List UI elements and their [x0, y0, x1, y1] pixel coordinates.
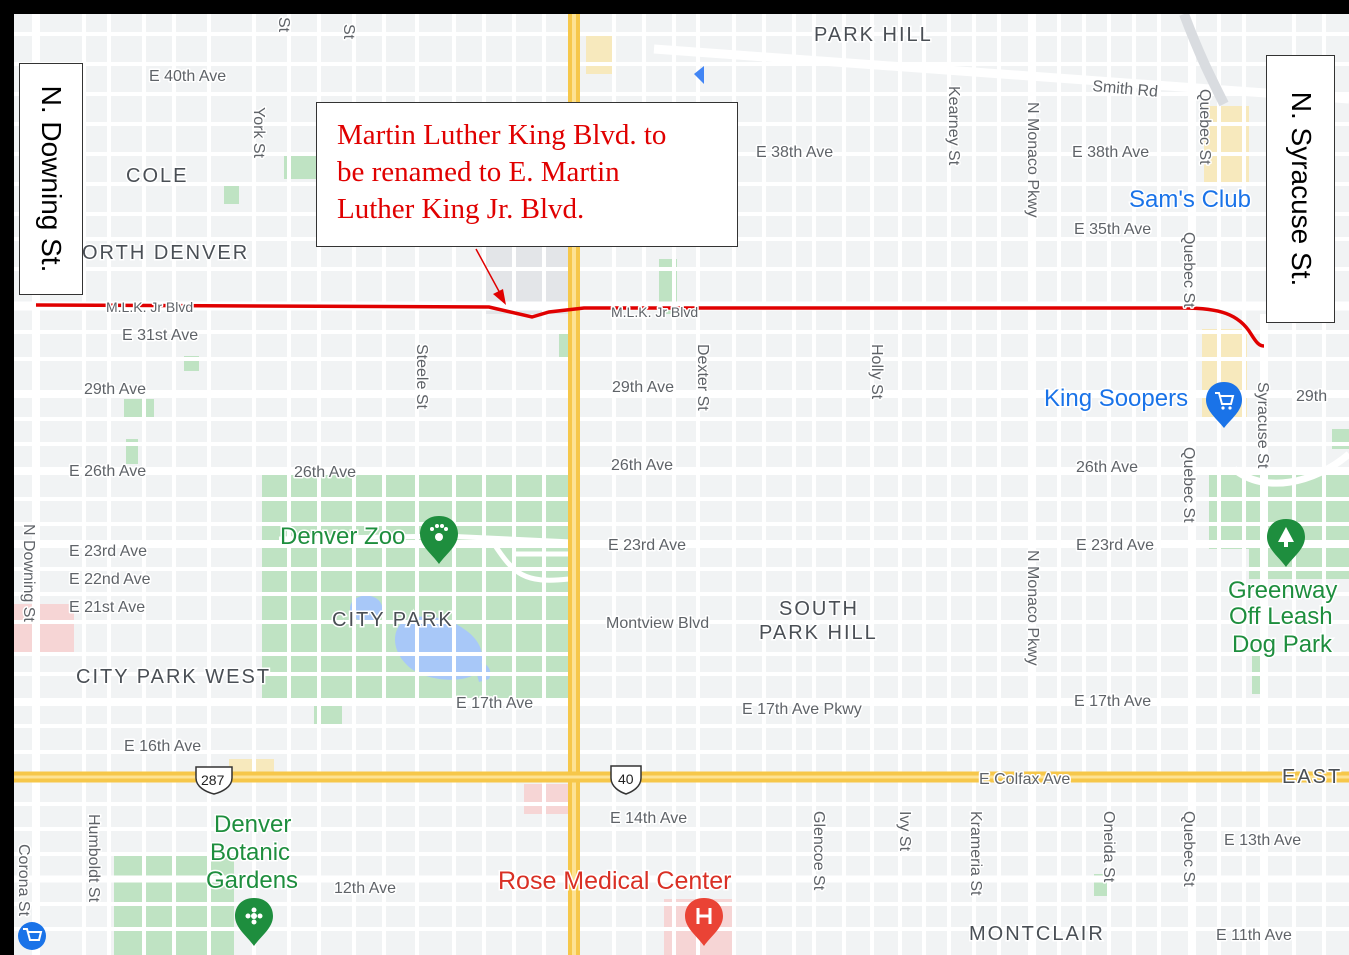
- poi-botanic-line1: Denver: [214, 811, 291, 838]
- label-26th-east: 26th Ave: [1076, 459, 1138, 476]
- poi-greenway-line2: Off Leash: [1229, 603, 1333, 630]
- label-mlk-west: M.L.K. Jr Blvd: [106, 299, 193, 315]
- hood-montclair: MONTCLAIR: [969, 923, 1105, 945]
- label-e26th: E 26th Ave: [69, 463, 146, 480]
- poi-denver-zoo: Denver Zoo: [280, 523, 405, 550]
- label-dexter: Dexter St: [694, 344, 711, 411]
- street-grid-horizontal: [14, 32, 1349, 931]
- hospital-icon[interactable]: [685, 898, 723, 946]
- poi-botanic-line3: Gardens: [206, 867, 298, 894]
- shopping-cart-icon-small[interactable]: [18, 922, 46, 950]
- callout-line-2: be renamed to E. Martin: [337, 156, 620, 188]
- label-oneida: Oneida St: [1100, 811, 1117, 883]
- highway-shields: 287 40: [195, 765, 642, 795]
- downing-endpoint-label: N. Downing St.: [19, 63, 83, 295]
- hood-cole: COLE: [126, 165, 188, 187]
- label-n-downing: N Downing St: [20, 524, 37, 622]
- label-12th: 12th Ave: [334, 880, 396, 897]
- neighborhood-labels: PARK HILL COLE ORTH DENVER CITY PARK CIT…: [75, 23, 1342, 947]
- poi-rose-medical: Rose Medical Center: [498, 867, 731, 895]
- hood-south: SOUTH: [779, 598, 859, 620]
- hood-park-hill-north: PARK HILL: [814, 24, 933, 46]
- label-e22nd: E 22nd Ave: [69, 571, 151, 588]
- poi-king-soopers: King Soopers: [1044, 385, 1188, 412]
- hood-park-hill-south: PARK HILL: [759, 622, 878, 644]
- label-e38th-a: E 38th Ave: [756, 144, 833, 161]
- label-york: York St: [250, 107, 267, 159]
- label-e23rd-west: E 23rd Ave: [69, 543, 147, 560]
- hood-east: EAST: [1282, 766, 1342, 788]
- label-holly: Holly St: [868, 344, 885, 400]
- hood-city-park-west: CITY PARK WEST: [76, 666, 271, 688]
- label-e35th: E 35th Ave: [1074, 221, 1151, 238]
- label-e17th-mid: E 17th Ave: [456, 695, 533, 712]
- poi-botanic-line2: Botanic: [210, 839, 290, 866]
- callout-line-1: Martin Luther King Blvd. to: [337, 119, 667, 151]
- label-29th-west: 29th Ave: [84, 381, 146, 398]
- callout-arrow: [475, 248, 506, 305]
- syracuse-endpoint-label: N. Syracuse St.: [1266, 55, 1335, 323]
- svg-text:40: 40: [618, 771, 634, 787]
- label-e17th-pkwy: E 17th Ave Pkwy: [742, 701, 862, 718]
- label-e40th: E 40th Ave: [149, 68, 226, 85]
- label-monaco-south: N Monaco Pkwy: [1024, 550, 1041, 666]
- label-syracuse: Syracuse St: [1254, 382, 1271, 469]
- poi-greenway-line1: Greenway: [1228, 577, 1337, 604]
- label-26th-mid: 26th Ave: [611, 457, 673, 474]
- label-humboldt: Humboldt St: [85, 814, 102, 903]
- label-montview: Montview Blvd: [606, 615, 709, 632]
- shopping-cart-icon[interactable]: [1206, 382, 1242, 428]
- mlk-route-line: [35, 303, 1265, 348]
- label-st-b: St: [340, 24, 357, 40]
- label-29th-mid: 29th Ave: [612, 379, 674, 396]
- label-colfax: E Colfax Ave: [979, 771, 1070, 788]
- downing-endpoint-text: N. Downing St.: [36, 85, 67, 273]
- label-kearney: Kearney St: [945, 86, 962, 166]
- label-e21st: E 21st Ave: [69, 599, 145, 616]
- label-29th-east: 29th: [1296, 388, 1327, 405]
- syracuse-endpoint-text: N. Syracuse St.: [1285, 91, 1317, 287]
- street-labels-horizontal: E 40th Ave Smith Rd E 38th Ave E 38th Av…: [68, 67, 1329, 946]
- label-st-a: St: [275, 17, 292, 33]
- label-e16th: E 16th Ave: [124, 738, 201, 755]
- hood-city-park: CITY PARK: [332, 609, 454, 631]
- label-e23rd-east: E 23rd Ave: [1076, 537, 1154, 554]
- label-monaco-north: N Monaco Pkwy: [1024, 102, 1041, 218]
- paw-icon[interactable]: [420, 516, 458, 564]
- label-krameria: Krameria St: [967, 811, 984, 896]
- label-steele: Steele St: [413, 344, 430, 409]
- label-e31st: E 31st Ave: [122, 327, 198, 344]
- pois: Sam's Club King Soopers Denver Zoo Green…: [18, 66, 1339, 950]
- label-quebec-bottom: Quebec St: [1180, 811, 1197, 887]
- street-labels-vertical: York St Kearney St N Monaco Pkwy Quebec …: [14, 16, 1273, 919]
- tree-icon[interactable]: [1267, 519, 1305, 567]
- poi-greenway-line3: Dog Park: [1232, 631, 1333, 658]
- rename-callout: Martin Luther King Blvd. to be renamed t…: [316, 102, 738, 247]
- flower-icon[interactable]: [235, 898, 273, 946]
- label-quebec-north: Quebec St: [1196, 89, 1213, 165]
- label-26th-park: 26th Ave: [294, 464, 356, 481]
- label-corona: Corona St: [15, 844, 32, 917]
- label-e11th: E 11th Ave: [1216, 927, 1292, 944]
- label-quebec-mid: Quebec St: [1180, 232, 1197, 308]
- svg-text:287: 287: [201, 772, 225, 788]
- us-287-shield: 287: [195, 766, 233, 795]
- hood-north-denver: ORTH DENVER: [82, 242, 249, 264]
- label-mlk-east: M.L.K. Jr Blvd: [611, 304, 698, 320]
- label-ivy: Ivy St: [896, 811, 913, 852]
- label-e38th-b: E 38th Ave: [1072, 144, 1149, 161]
- label-e17th-east: E 17th Ave: [1074, 693, 1151, 710]
- label-e23rd-mid: E 23rd Ave: [608, 537, 686, 554]
- callout-line-3: Luther King Jr. Blvd.: [337, 193, 585, 225]
- poi-sams-club: Sam's Club: [1129, 186, 1251, 213]
- label-quebec-south: Quebec St: [1180, 447, 1197, 523]
- label-e13th: E 13th Ave: [1224, 832, 1301, 849]
- label-e14th: E 14th Ave: [610, 810, 687, 827]
- us-40-shield: 40: [610, 765, 642, 795]
- navigation-arrow-icon: [694, 66, 704, 84]
- label-glencoe: Glencoe St: [810, 811, 827, 891]
